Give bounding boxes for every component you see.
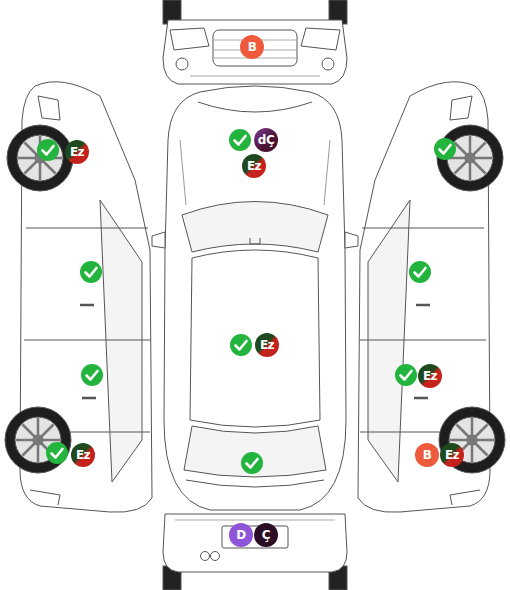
check-mark [80,261,102,283]
check-mark [434,138,456,160]
mirror [152,232,165,248]
front-bumper-outline [163,20,347,84]
front-view [163,0,347,84]
check-mark [241,452,263,474]
badge-code: Ç [262,529,270,541]
badge-code: Ez [445,449,459,461]
trunk-line [186,480,324,487]
rear-lamp [30,490,60,505]
rear-view [163,514,347,590]
check-mark [230,334,252,356]
badge-code: Ez [423,370,437,382]
headlight [170,28,209,50]
badge-code: D [236,529,245,541]
side-lamp [38,96,60,120]
top-view [152,86,358,510]
roof [190,250,320,427]
hood-line [198,102,312,112]
wheel [5,407,71,473]
damage-badge: dÇ [254,128,278,152]
rear-bumper-outline [163,514,347,572]
bumper-line [190,76,320,77]
check-mark [37,139,59,161]
bumper-line [175,520,335,521]
fog-light [322,58,334,70]
antenna [250,238,260,244]
check-mark [395,364,417,386]
mirror [345,232,358,248]
windshield [182,202,328,253]
exhaust [201,552,210,561]
badge-code: Ez [76,449,90,461]
wheel [7,125,73,191]
damage-badge: Ez [255,333,279,357]
damage-badge: Ez [242,154,266,178]
check-mark [229,129,251,151]
check-mark [46,442,68,464]
damage-badge: Ez [71,443,95,467]
check-mark [409,261,431,283]
front-grille [213,30,297,66]
fog-light [176,58,188,70]
rear-window [184,426,326,477]
hood-crease [180,140,330,205]
badge-code: dÇ [258,134,274,146]
damage-badge: Ez [65,140,89,164]
side-window [100,200,142,482]
check-marks [37,129,456,474]
side-view [358,82,505,512]
exhaust [211,552,220,561]
side-view [5,82,152,512]
badge-code: Ez [260,339,274,351]
badge-code: Ez [247,160,261,172]
check-mark [81,364,103,386]
door-line [24,228,150,432]
damage-badge: Ç [254,523,278,547]
body-outline [164,86,346,510]
badge-code: B [423,449,432,461]
damage-badge: B [240,35,264,59]
damage-badge: B [415,443,439,467]
badge-code: B [248,41,257,53]
badge-code: Ez [70,146,84,158]
damage-badge: Ez [440,443,464,467]
headlight [301,28,340,50]
damage-badge: D [229,523,253,547]
damage-badge: Ez [418,364,442,388]
